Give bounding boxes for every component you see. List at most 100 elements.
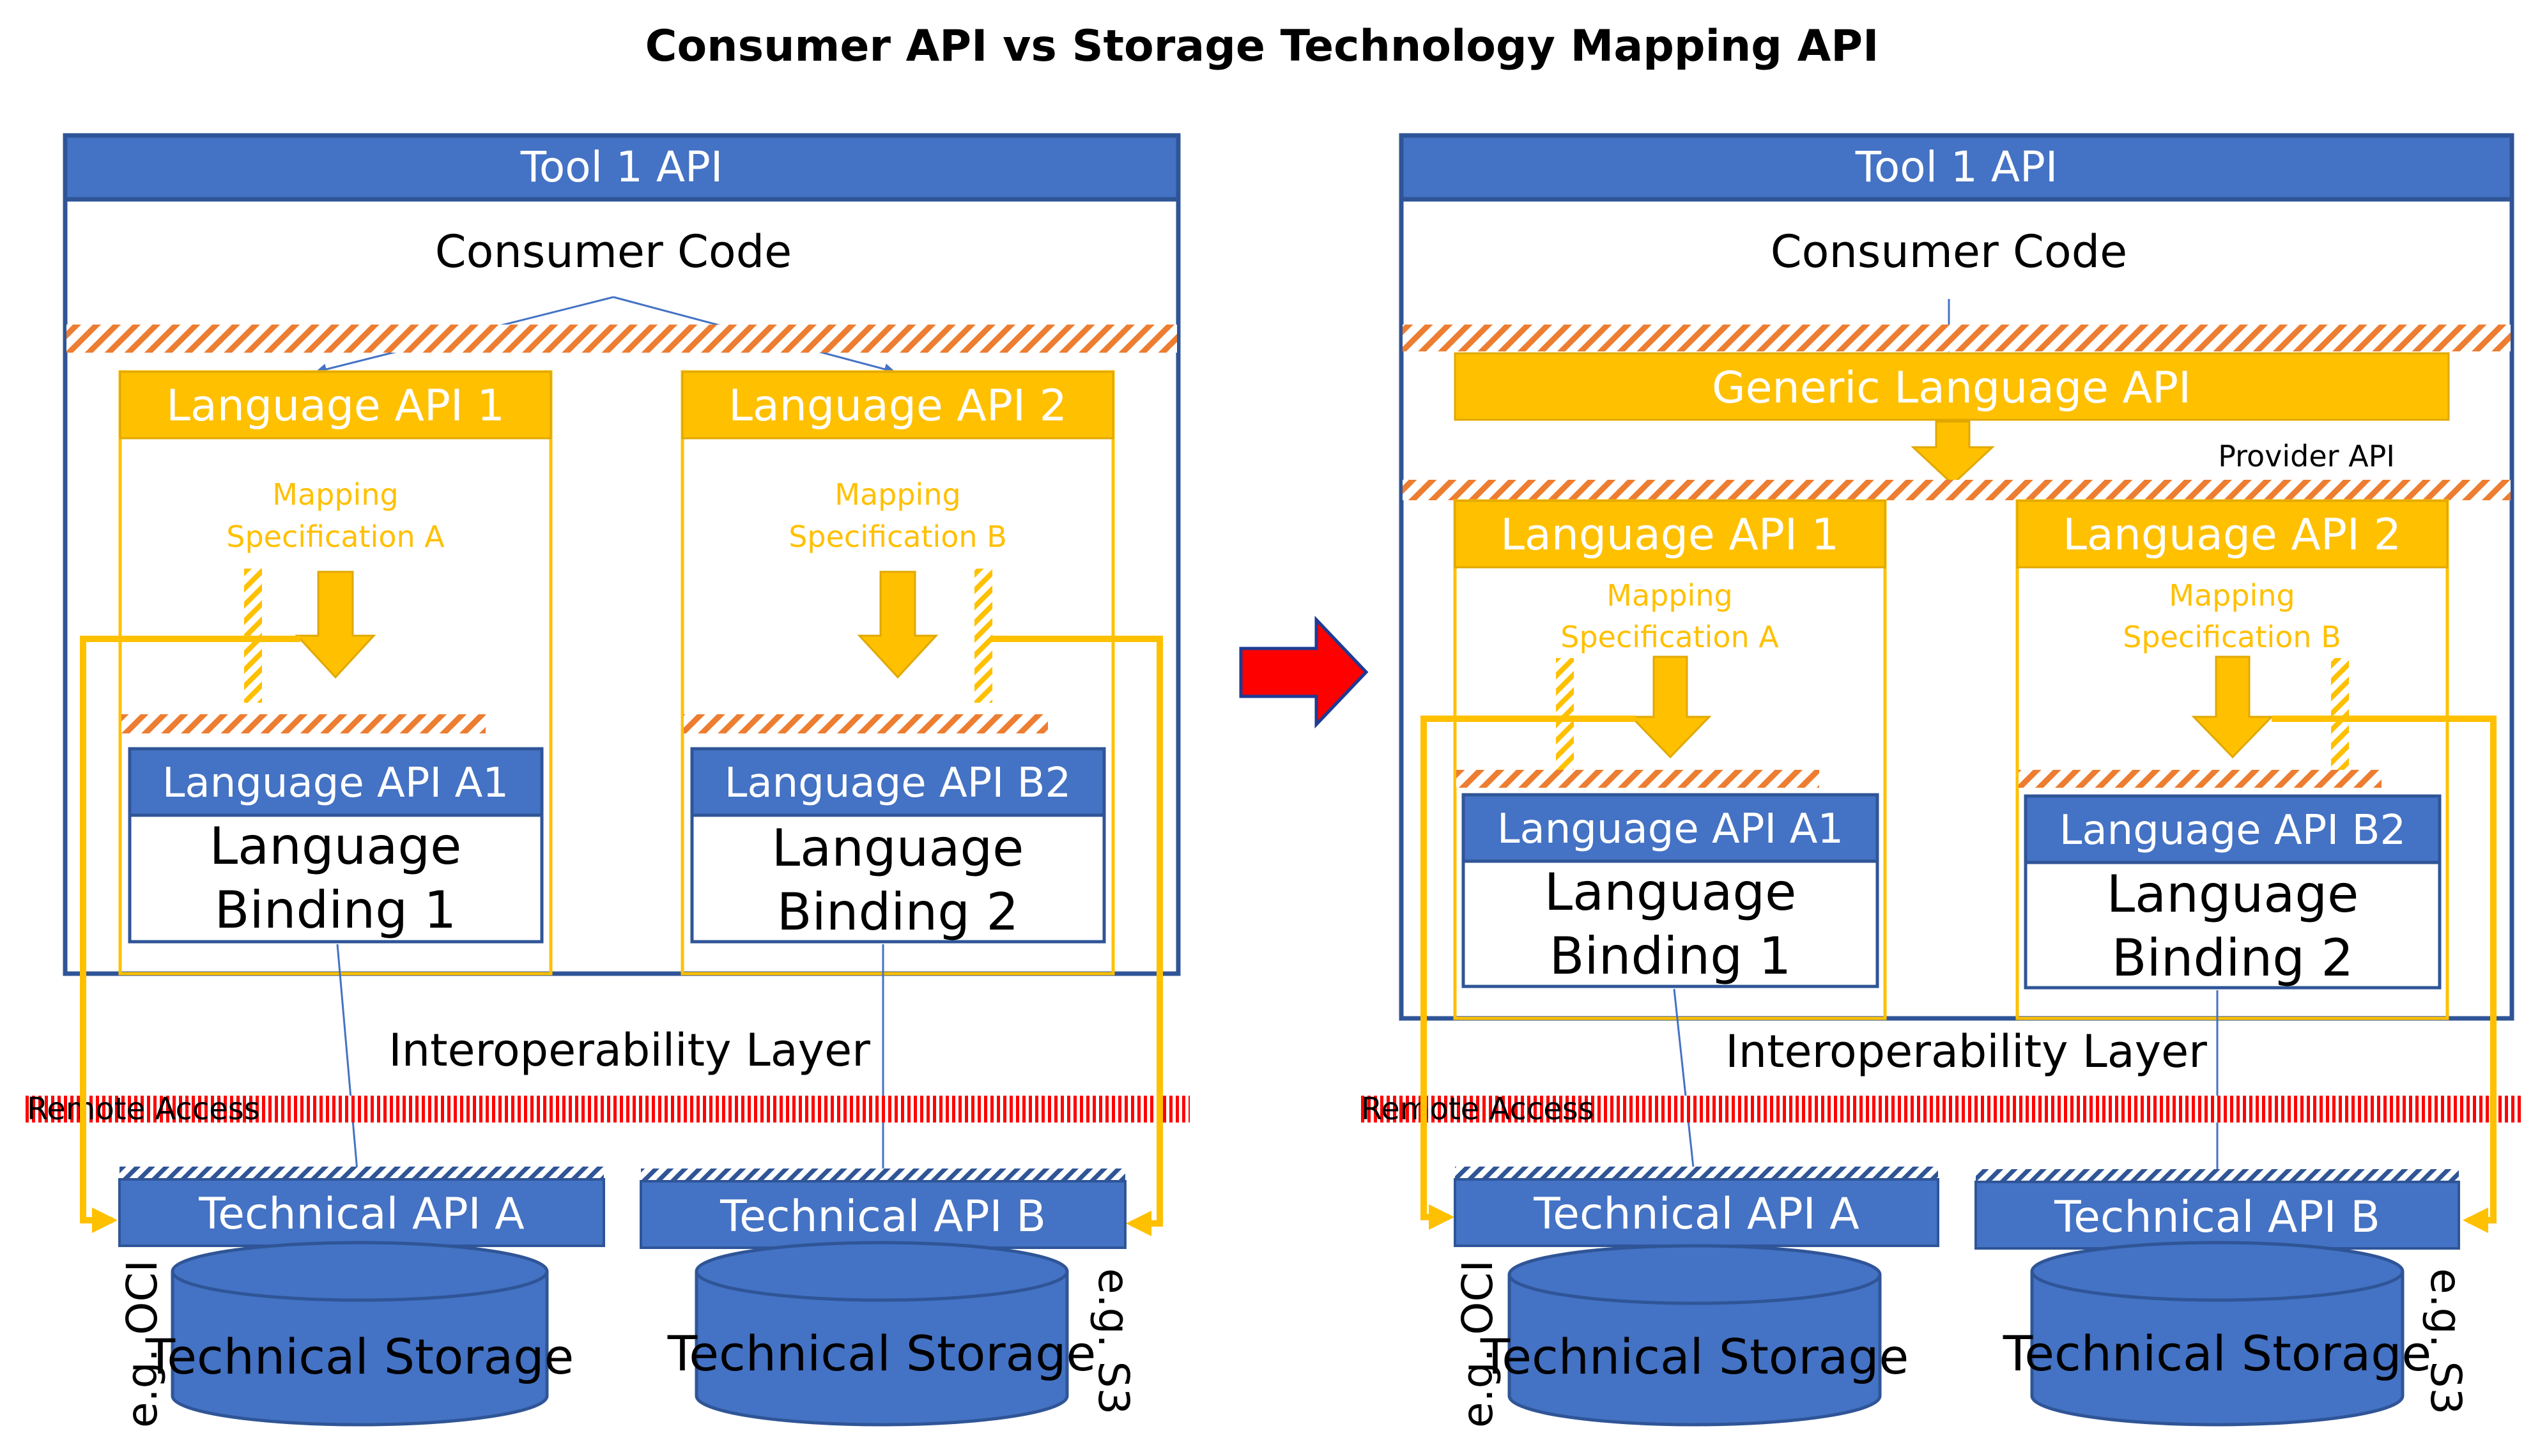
right-tech-api-b: [1974, 1181, 2460, 1250]
left-mapping-a-line1: Mapping: [272, 477, 398, 512]
right-binding-2-line1: Language: [2107, 864, 2359, 924]
left-consumer-code: Consumer Code: [435, 226, 792, 278]
right-mapping-b-arrow: [2191, 655, 2274, 759]
right-consumer-code: Consumer Code: [1771, 226, 2127, 278]
right-storage-api-band-b: [2019, 770, 2382, 788]
left-eg-s3: e.g. S3: [1089, 1268, 1138, 1414]
right-remote-path-a: [1420, 716, 1636, 1230]
left-lang-api-2-label: Language API 2: [728, 381, 1067, 431]
right-binding-1-line1: Language: [1544, 862, 1797, 922]
right-lang-api-b2: [2024, 794, 2442, 864]
left-binding-1-line2: Binding 1: [215, 880, 457, 940]
left-binding-2-line1: Language: [772, 818, 1024, 878]
left-lang-api-1: [119, 371, 552, 440]
right-tool-header: [1399, 133, 2514, 202]
right-lang-api-1-label: Language API 1: [1500, 510, 1839, 560]
left-storage-b-label: Technical Storage: [667, 1325, 1097, 1382]
right-interop-label: Interoperability Layer: [1725, 1025, 2207, 1078]
right-lang-api-a1: [1461, 793, 1879, 863]
left-lang-api-a1: [128, 747, 544, 817]
right-mapping-a-arrow: [1629, 655, 1712, 759]
right-mapping-b-line2: Specification B: [2123, 620, 2341, 654]
right-remote-access-label: Remote Access: [1361, 1091, 1594, 1127]
left-tool-header-label: Tool 1 API: [520, 142, 723, 192]
left-tech-api-a: [118, 1178, 605, 1247]
right-provider-api-band: [1403, 480, 2511, 500]
right-storage-api-band-a: [1456, 770, 1819, 788]
right-tech-api-a-hatch: [1455, 1167, 1938, 1179]
right-provider-marker-b: [2331, 658, 2349, 770]
left-mapping-b-arrow: [857, 571, 939, 679]
left-interop-label: Interoperability Layer: [389, 1024, 870, 1077]
left-consumer-api-band: [66, 325, 1177, 353]
right-binding-2-line2: Binding 2: [2112, 928, 2354, 988]
left-provider-marker-b: [974, 569, 992, 703]
right-remote-access-band: [1360, 1096, 2521, 1123]
right-lang-api-b2-label: Language API B2: [2059, 807, 2406, 854]
right-eg-s3: e.g. S3: [2421, 1268, 2470, 1414]
right-lang-api-1: [1454, 500, 1886, 569]
left-lang-api-1-label: Language API 1: [166, 381, 505, 431]
right-storage-b-cylinder-top: [2030, 1241, 2405, 1302]
right-binding-1-line2: Binding 1: [1550, 926, 1792, 986]
right-provider-api-label: Provider API: [2218, 439, 2395, 473]
left-storage-a-label: Technical Storage: [145, 1328, 574, 1385]
left-tech-api-b: [640, 1180, 1127, 1249]
left-binding-1-connector: [336, 944, 363, 1179]
right-binding-1-connector: [1673, 988, 1700, 1181]
right-tech-api-b-label: Technical API B: [2054, 1192, 2380, 1243]
right-storage-b-cylinder: [2030, 1271, 2405, 1427]
left-tech-api-a-label: Technical API A: [198, 1189, 525, 1239]
left-storage-api-band-b: [684, 714, 1048, 733]
right-tech-api-a-label: Technical API A: [1533, 1189, 1859, 1239]
left-tech-api-b-hatch: [641, 1169, 1125, 1181]
left-panel: Tool 1 API Consumer Code Language API 1 …: [26, 133, 1190, 1428]
left-mapping-b-line2: Specification B: [789, 519, 1007, 554]
left-remote-access-band: [26, 1096, 1190, 1123]
right-provider-marker-a: [1556, 658, 1574, 770]
left-tool-header: [63, 133, 1181, 202]
right-generic-language-api-label: Generic Language API: [1712, 363, 2191, 413]
right-consumer-api-band: [1403, 325, 2511, 351]
right-lang-api-a1-label: Language API A1: [1497, 806, 1843, 853]
left-storage-a-cylinder: [171, 1271, 549, 1427]
right-lang-api-2-label: Language API 2: [2063, 510, 2401, 560]
right-storage-a-cylinder: [1507, 1275, 1882, 1427]
right-remote-path-b: [2272, 716, 2497, 1233]
right-panel: Tool 1 API Consumer Code Generic Languag…: [1360, 133, 2521, 1428]
left-binding-2-line2: Binding 2: [777, 882, 1019, 942]
left-eg-oci: e.g. OCI: [118, 1260, 167, 1428]
transition-arrow: [1239, 615, 1369, 729]
left-remote-access-label: Remote Access: [27, 1091, 260, 1127]
left-lang-api-b2: [690, 747, 1106, 817]
left-storage-b-cylinder: [695, 1271, 1069, 1427]
left-lang-api-b2-label: Language API B2: [725, 760, 1071, 807]
left-lang-api-a1-label: Language API A1: [162, 760, 509, 807]
left-mapping-a-line2: Specification A: [226, 519, 445, 554]
right-storage-a-cylinder-top: [1507, 1244, 1882, 1305]
diagram-title: Consumer API vs Storage Technology Mappi…: [645, 21, 1879, 72]
left-storage-b-cylinder-top: [695, 1241, 1069, 1302]
right-mapping-b-line1: Mapping: [2169, 578, 2295, 613]
left-tech-api-b-label: Technical API B: [719, 1192, 1046, 1242]
right-generic-arrow: [1911, 420, 1995, 486]
left-binding-1-line1: Language: [210, 816, 462, 876]
right-mapping-a-line2: Specification A: [1560, 620, 1779, 654]
right-storage-b-label: Technical Storage: [2003, 1325, 2432, 1382]
right-storage-a-label: Technical Storage: [1480, 1328, 1909, 1385]
left-storage-a-cylinder-top: [171, 1241, 549, 1302]
left-storage-api-band-a: [121, 714, 486, 733]
left-remote-path-a: [80, 636, 300, 1233]
left-lang-api-2: [681, 371, 1114, 440]
right-tool-header-label: Tool 1 API: [1855, 142, 2058, 192]
right-mapping-a-line1: Mapping: [1606, 578, 1732, 613]
right-generic-language-api: [1454, 352, 2450, 421]
right-lang-api-2: [2016, 500, 2449, 569]
left-tech-api-a-hatch: [119, 1167, 604, 1179]
left-mapping-a-arrow: [295, 571, 376, 679]
left-mapping-b-line1: Mapping: [835, 477, 960, 512]
right-tech-api-b-hatch: [1976, 1169, 2459, 1182]
left-remote-path-b: [990, 636, 1163, 1236]
right-tech-api-a: [1454, 1178, 1939, 1247]
